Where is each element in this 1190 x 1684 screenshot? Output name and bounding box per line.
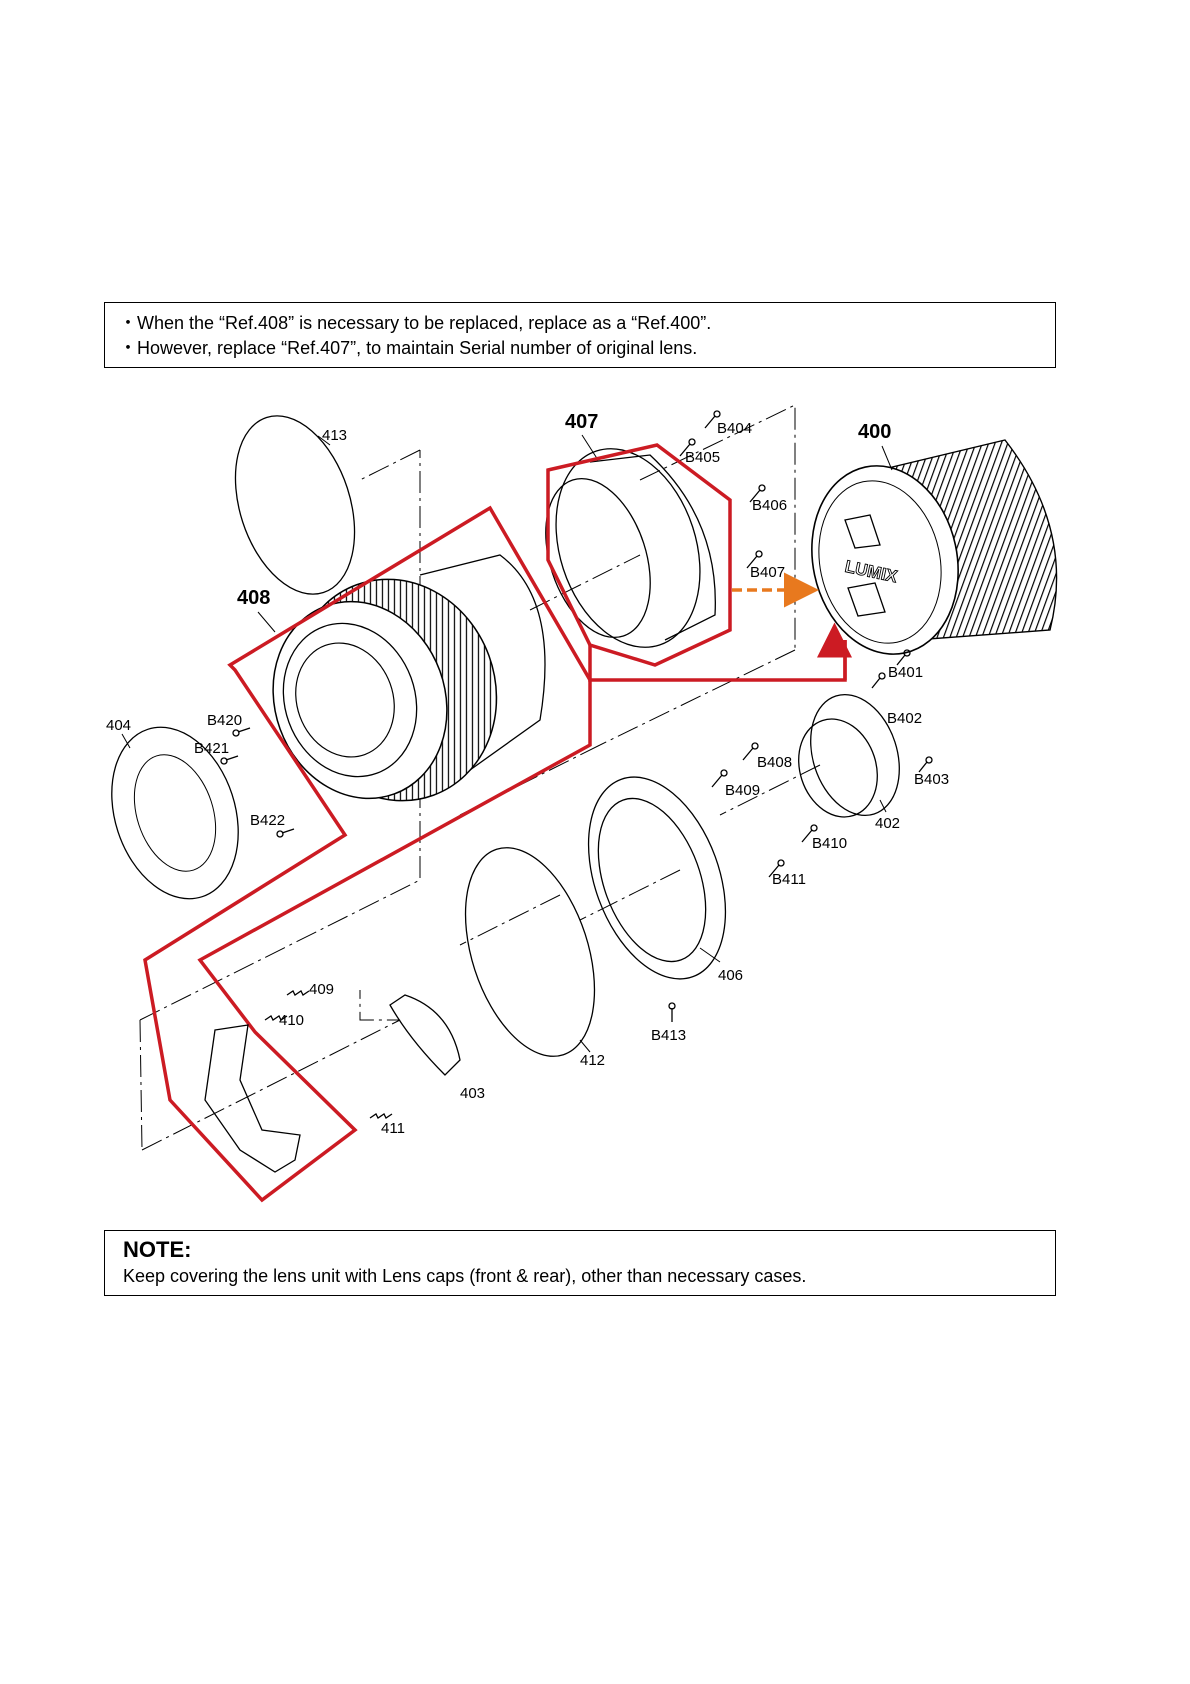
screws-b404-b407: B404 B405 B406 B407 [679, 410, 787, 581]
ring-407: 407 [545, 411, 716, 648]
ring-413: 413 [234, 415, 356, 595]
screws-b420-b422: B420 B421 B422 [194, 712, 295, 838]
label-403: 403 [460, 1085, 485, 1102]
mount-402: 402 [798, 693, 900, 832]
label-b411: B411 [772, 871, 806, 888]
note-title: NOTE: [123, 1237, 192, 1262]
label-b408: B408 [757, 754, 792, 771]
label-410: 410 [279, 1012, 304, 1029]
label-404: 404 [106, 717, 131, 734]
label-b406: B406 [752, 497, 787, 514]
label-b403: B403 [914, 771, 949, 788]
notice-line-2: ・However, replace “Ref.407”, to maintain… [119, 338, 698, 358]
note-body: Keep covering the lens unit with Lens ca… [123, 1266, 807, 1286]
mount-ring-406: 406 [587, 776, 743, 984]
ring-412: 412 [464, 847, 605, 1069]
screws-b401-b403: B401 B402 B403 [871, 649, 949, 788]
label-b401: B401 [888, 664, 923, 681]
label-411: 411 [381, 1120, 405, 1137]
label-409: 409 [309, 981, 334, 998]
label-b422: B422 [250, 812, 285, 829]
label-406: 406 [718, 967, 743, 984]
label-b402: B402 [887, 710, 922, 727]
label-407: 407 [565, 411, 598, 433]
label-408: 408 [237, 587, 270, 609]
note-box: NOTE: Keep covering the lens unit with L… [104, 1230, 1056, 1296]
lens-unit-408: 408 [237, 554, 546, 802]
label-b413: B413 [651, 1027, 686, 1044]
label-400: 400 [858, 421, 891, 443]
label-b407: B407 [750, 564, 785, 581]
label-b421: B421 [194, 740, 229, 757]
label-b404: B404 [717, 420, 752, 437]
flex-part [204, 1024, 301, 1173]
label-b410: B410 [812, 835, 847, 852]
label-b420: B420 [207, 712, 242, 729]
notice-line-1: ・When the “Ref.408” is necessary to be r… [119, 313, 712, 333]
bracket-403: 403 [389, 994, 485, 1102]
assembly-axis-lines [139, 404, 821, 1151]
replacement-outline [143, 443, 852, 1203]
springs-409-411: 409 410 411 [264, 981, 405, 1137]
plate-404: 404 [106, 717, 239, 900]
label-413: 413 [322, 427, 347, 444]
label-b409: B409 [725, 782, 760, 799]
replacement-notice-box: ・When the “Ref.408” is necessary to be r… [104, 302, 1056, 368]
label-b405: B405 [685, 449, 720, 466]
label-412: 412 [580, 1052, 605, 1069]
screws-b408-b413: B408 B409 B410 B411 B413 [651, 742, 847, 1044]
complete-lens-400: LUMIX 400 [811, 421, 1058, 655]
label-402: 402 [875, 815, 900, 832]
